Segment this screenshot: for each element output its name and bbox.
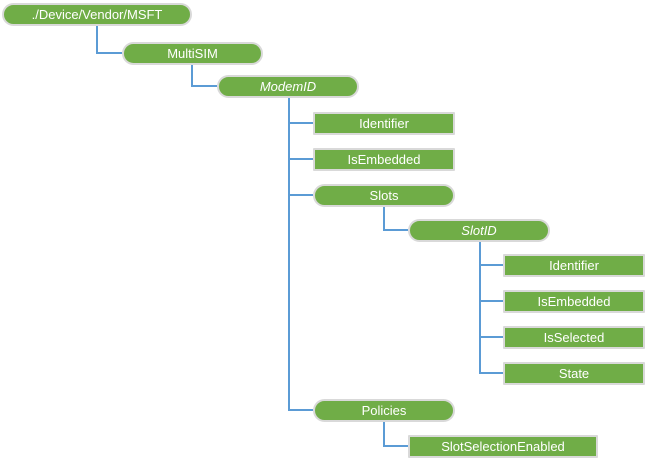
node-policies: Policies xyxy=(313,399,455,422)
node-modem-identifier: Identifier xyxy=(313,112,455,135)
node-label: IsEmbedded xyxy=(347,152,421,167)
node-label: SlotSelectionEnabled xyxy=(441,439,565,454)
connector-modemid-trunk xyxy=(288,98,313,411)
node-slots: Slots xyxy=(313,184,455,207)
node-label: IsEmbedded xyxy=(537,294,611,309)
node-label: State xyxy=(558,366,590,381)
node-label: ./Device/Vendor/MSFT xyxy=(31,7,163,22)
connector-multisim-modemid xyxy=(191,65,217,87)
node-slot-identifier: Identifier xyxy=(503,254,645,277)
node-label: MultiSIM xyxy=(167,46,218,61)
node-label: Slots xyxy=(369,188,399,203)
node-label: SlotID xyxy=(461,223,497,238)
connector-root-multisim xyxy=(96,26,122,54)
node-slotselectionenabled: SlotSelectionEnabled xyxy=(408,435,598,458)
node-label: Identifier xyxy=(549,258,599,273)
connector-slots-slotid xyxy=(383,207,408,231)
node-modemid: ModemID xyxy=(217,75,359,98)
node-slot-state: State xyxy=(503,362,645,385)
node-label: Identifier xyxy=(359,116,409,131)
node-label: ModemID xyxy=(259,79,317,94)
connector-slotid-trunk xyxy=(479,242,503,374)
node-slotid: SlotID xyxy=(408,219,550,242)
node-modem-isembedded: IsEmbedded xyxy=(313,148,455,171)
node-multisim: MultiSIM xyxy=(122,42,263,65)
node-slot-isembedded: IsEmbedded xyxy=(503,290,645,313)
connector-policies-child xyxy=(383,422,408,447)
node-label: IsSelected xyxy=(543,330,605,345)
node-slot-isselected: IsSelected xyxy=(503,326,645,349)
node-label: Policies xyxy=(361,403,407,418)
node-device-vendor-msft: ./Device/Vendor/MSFT xyxy=(2,3,192,26)
